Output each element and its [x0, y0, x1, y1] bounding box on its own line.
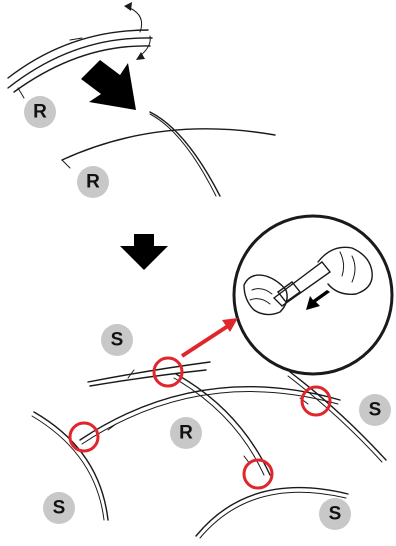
- rod-s-badge: S: [359, 394, 391, 426]
- push-arrow-icon: [306, 290, 330, 310]
- bend-direction-arrows: [124, 2, 151, 60]
- rod-s-label: S: [111, 330, 124, 351]
- rod-r-badge: R: [24, 96, 56, 128]
- zoom-inset: [232, 214, 394, 376]
- rod-s-badge: S: [43, 492, 75, 524]
- rod-s-label: S: [53, 498, 66, 519]
- step2-crossed-poles: [61, 111, 276, 197]
- rod-s-label: S: [329, 504, 342, 525]
- rod-r-label: R: [86, 172, 100, 193]
- rod-r-label: R: [179, 423, 193, 444]
- junction-highlights: [68, 356, 332, 490]
- rod-s-badge: S: [101, 324, 133, 356]
- rod-r-label: R: [33, 102, 47, 123]
- step-arrow-icon: [120, 234, 168, 270]
- rod-r-badge: R: [77, 166, 109, 198]
- step1-bundled-poles: [7, 29, 153, 99]
- hand-icon: [317, 246, 373, 295]
- rod-s-label: S: [369, 400, 382, 421]
- step-arrow-icon: [81, 60, 136, 110]
- zoom-pointer-arrow: [180, 318, 238, 358]
- rod-s-badge: S: [319, 498, 351, 530]
- rod-r-badge: R: [170, 417, 202, 449]
